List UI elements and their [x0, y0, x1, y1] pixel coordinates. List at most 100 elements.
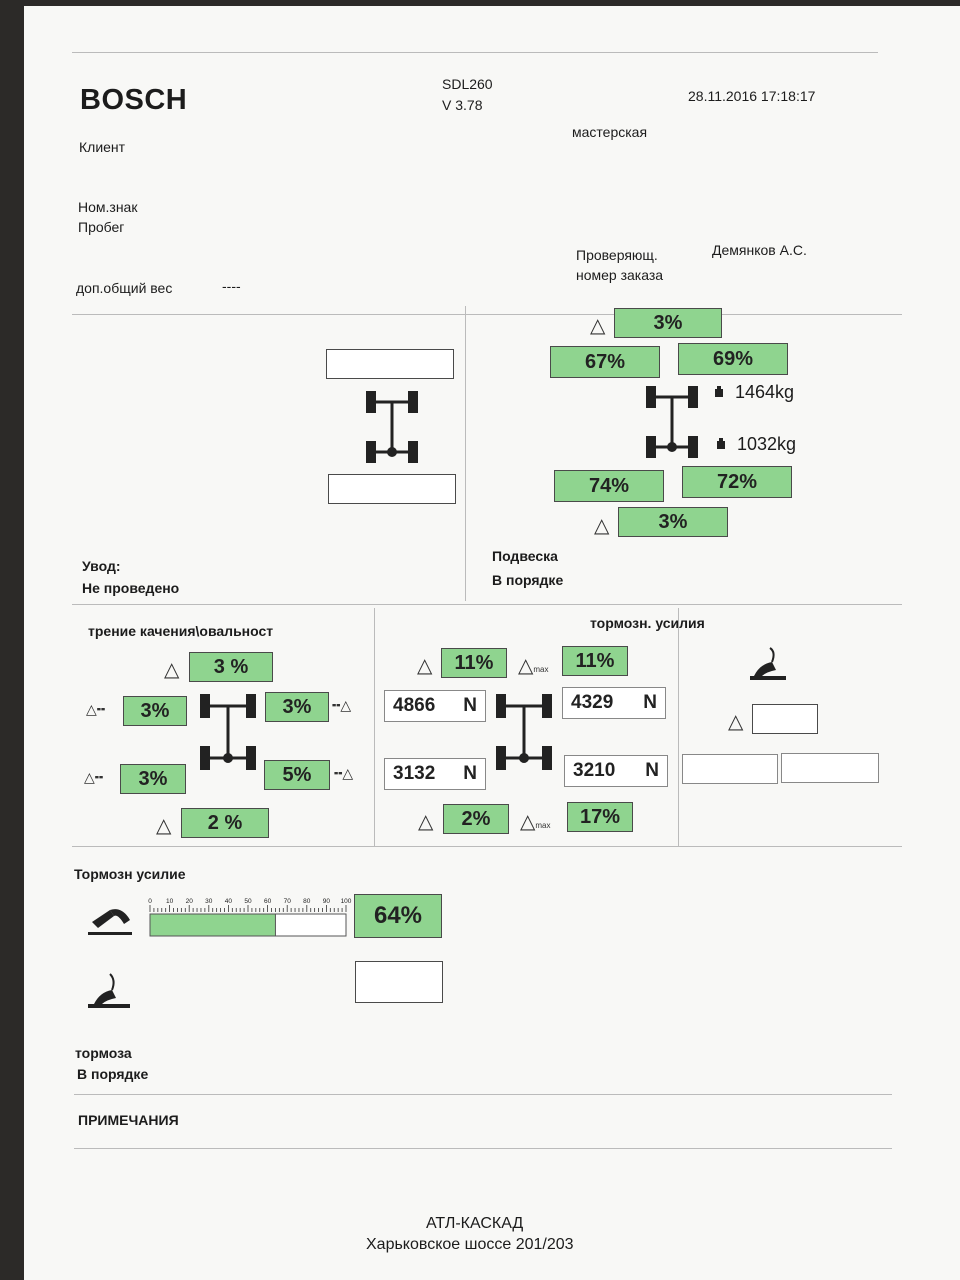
extra-weight-value: ----	[222, 278, 241, 294]
rolling-front-left: 3%	[123, 696, 187, 726]
scale-tick-label: 50	[244, 898, 252, 905]
workshop-label: мастерская	[572, 124, 648, 140]
scale-tick-label: 0	[148, 898, 152, 905]
max-label: max	[535, 821, 551, 830]
report-datetime: 28.11.2016 17:18:17	[688, 88, 816, 104]
brake-rear-max: 17%	[567, 802, 633, 832]
susp-front-left: 67%	[550, 346, 660, 378]
report-sheet: BOSCH SDL260 V 3.78 28.11.2016 17:18:17 …	[24, 6, 960, 1280]
scale-tick-label: 90	[323, 898, 331, 905]
company-name: АТЛ-КАСКАД	[426, 1215, 524, 1232]
rule-middle-vertical	[465, 306, 466, 601]
client-label: Клиент	[79, 139, 126, 155]
company-address: Харьковское шоссе 201/203	[366, 1236, 574, 1253]
force-unit: N	[463, 695, 477, 716]
order-number-label: номер заказа	[576, 267, 664, 283]
alignment-car-icon	[366, 391, 418, 463]
weight-icon	[715, 386, 723, 397]
delta-icon: △	[164, 659, 180, 681]
inspector-label: Проверяющ.	[576, 247, 658, 263]
scale-tick-label: 80	[303, 898, 311, 905]
handbrake-right-box	[781, 753, 879, 783]
brake-car-icon	[496, 694, 552, 770]
susp-rear-right: 72%	[682, 466, 792, 498]
scale-tick-label: 40	[225, 898, 233, 905]
rolling-rear-right: 5%	[264, 760, 330, 790]
front-axle-weight: 1464kg	[735, 382, 795, 402]
alignment-front-box	[326, 349, 454, 379]
delta-icon: △	[728, 711, 744, 733]
rule-section3-bottom	[72, 846, 902, 847]
brake-front-diff: 11%	[441, 648, 507, 678]
rolling-front-diff: 3 %	[189, 652, 273, 682]
scale-tick-label: 20	[186, 898, 194, 905]
rule-notes-bottom	[74, 1148, 892, 1149]
delta-icon: △	[590, 315, 606, 337]
alignment-title: Увод:	[82, 558, 121, 574]
handbrake-icon	[750, 647, 786, 680]
rule-header-bottom	[72, 314, 902, 315]
rolling-title: трение качения\овальност	[88, 623, 274, 639]
suspension-title: Подвеска	[492, 548, 558, 564]
suspension-status: В порядке	[492, 572, 564, 588]
delta-wheel-right-icon: ╍△	[334, 765, 354, 781]
rolling-rear-diff: 2 %	[181, 808, 269, 838]
top-rule	[72, 52, 878, 53]
rule-section2-bottom	[72, 604, 902, 605]
brake-front-max: 11%	[562, 646, 628, 676]
force-unit: N	[645, 760, 659, 781]
brake-front-left-force: 4866 N	[384, 690, 486, 722]
scale-tick-label: 70	[284, 898, 292, 905]
susp-front-right: 69%	[678, 343, 788, 375]
brake-rear-diff: 2%	[443, 804, 509, 834]
force-unit: N	[643, 692, 657, 713]
force-value: 4329	[571, 692, 614, 713]
susp-front-diff: 3%	[614, 308, 722, 338]
rolling-rear-left: 3%	[120, 764, 186, 794]
inspector-name: Демянков А.С.	[712, 242, 807, 258]
brake-rear-left-force: 3132 N	[384, 758, 486, 790]
pedal-bar-fill	[149, 913, 276, 937]
delta-max-icon: △max	[520, 811, 551, 833]
delta-wheel-left-icon: △╍	[84, 769, 104, 785]
handbrake-left-box	[682, 754, 778, 784]
delta-wheel-right-icon: ╍△	[332, 697, 352, 713]
alignment-status: Не проведено	[82, 580, 180, 596]
mileage-label: Пробег	[78, 219, 125, 235]
scale-tick-label: 10	[166, 898, 174, 905]
brand-logo: BOSCH	[80, 84, 188, 116]
notes-title: ПРИМЕЧАНИЯ	[78, 1112, 179, 1128]
suspension-car-icon	[646, 386, 698, 458]
force-unit: N	[463, 763, 477, 784]
scale-tick-label: 60	[264, 898, 272, 905]
device-model: SDL260	[442, 76, 493, 92]
delta-icon: △	[594, 515, 610, 537]
weight-icon	[717, 438, 725, 449]
brake-pedal-icon	[88, 909, 132, 935]
pedal-brake-title: Тормозн усилие	[74, 866, 186, 882]
max-label: max	[533, 665, 549, 674]
handbrake-efficiency-box	[355, 961, 443, 1003]
plate-label: Ном.знак	[78, 199, 138, 215]
brakes-title: тормоза	[75, 1045, 132, 1061]
brake-front-right-force: 4329 N	[562, 687, 666, 719]
brakes-status: В порядке	[77, 1066, 149, 1082]
rule-brake-vertical	[678, 608, 679, 846]
pedal-efficiency-value: 64%	[354, 894, 442, 938]
rolling-front-right: 3%	[265, 692, 329, 722]
brake-forces-title: тормозн. усилия	[590, 615, 705, 631]
force-value: 3132	[393, 763, 436, 784]
rear-axle-weight: 1032kg	[737, 434, 797, 454]
rule-brakes-bottom	[74, 1094, 892, 1095]
pedal-scale: 0 10 20 30 40 50 60 70 80 90 100	[148, 898, 352, 937]
delta-icon: △	[156, 815, 172, 837]
susp-rear-diff: 3%	[618, 507, 728, 537]
susp-rear-left: 74%	[554, 470, 664, 502]
software-version: V 3.78	[442, 97, 483, 113]
alignment-rear-box	[328, 474, 456, 504]
scale-tick-label: 100	[341, 898, 352, 905]
extra-weight-label: доп.общий вес	[76, 280, 173, 296]
rolling-car-icon	[200, 694, 256, 770]
force-value: 3210	[573, 760, 616, 781]
scale-tick-label: 30	[205, 898, 213, 905]
